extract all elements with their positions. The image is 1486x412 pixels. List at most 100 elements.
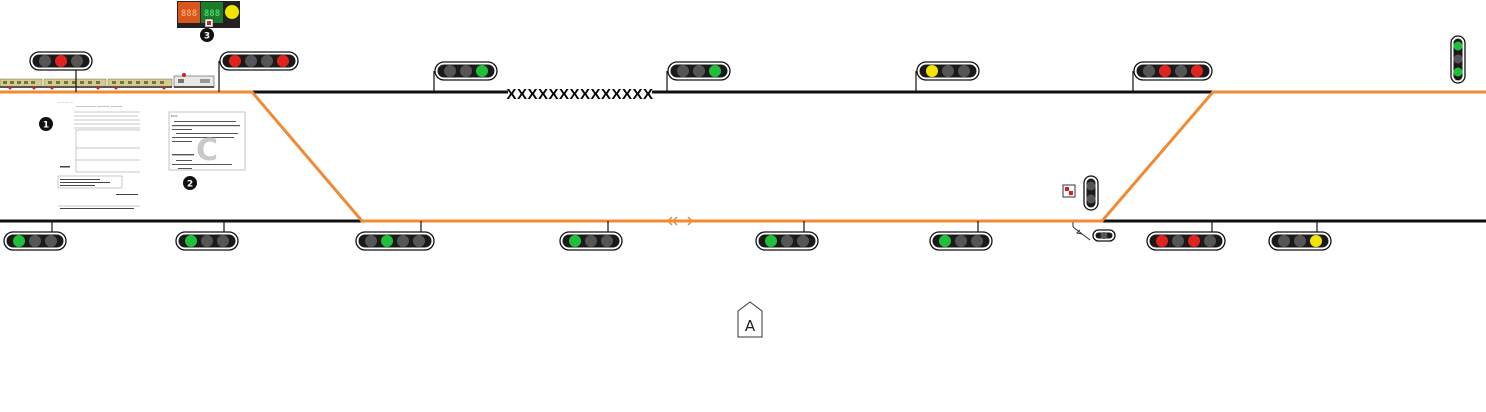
signal-lamp (569, 235, 581, 247)
svg-text:————— ——— ———: ————— ——— ——— (76, 104, 123, 109)
signal-lamp (201, 235, 213, 247)
signal-lamp (381, 235, 393, 247)
signal-lamp (245, 55, 257, 67)
signal-lamp (926, 65, 938, 77)
signal-shunt-vertical[interactable] (1083, 175, 1099, 211)
display-left-panel (178, 2, 200, 23)
signal-lamp (413, 235, 425, 247)
svg-text:A: A (745, 317, 756, 335)
signal-top-left-1[interactable] (29, 51, 93, 92)
marker-2[interactable]: 2 (183, 176, 197, 190)
signal-lamp (693, 65, 705, 77)
marker-3[interactable]: 3 (200, 28, 214, 42)
signal-lamp (585, 235, 597, 247)
direction-arrows-icon (666, 216, 694, 226)
svg-text:DOC: DOC (171, 114, 178, 118)
signal-lamp (1156, 235, 1168, 247)
signal-lamp (1086, 181, 1096, 191)
svg-text:— — — —: — — — — (58, 100, 73, 104)
signal-bottom-6[interactable] (929, 221, 993, 251)
signal-lamp (1188, 235, 1200, 247)
signal-lamp (1453, 67, 1463, 77)
signal-lamp (1294, 235, 1306, 247)
signal-bottom-8[interactable] (1268, 221, 1332, 251)
signal-bottom-5[interactable] (755, 221, 819, 251)
signal-lamp (958, 65, 970, 77)
signal-lamp (229, 55, 241, 67)
signal-lamp (1175, 65, 1187, 77)
signal-top-6[interactable] (1132, 61, 1213, 92)
crossing-icon[interactable] (1062, 184, 1076, 198)
train[interactable] (0, 73, 215, 90)
signal-top-3[interactable] (433, 61, 498, 92)
signal-lamp (1453, 54, 1463, 64)
signal-lamp (185, 235, 197, 247)
signal-lamp (39, 55, 51, 67)
signal-lamp (601, 235, 613, 247)
signal-lamp (13, 235, 25, 247)
svg-text:C: C (196, 133, 218, 168)
signal-lamp (1204, 235, 1216, 247)
signal-lamp (217, 235, 229, 247)
tracks (0, 90, 1486, 226)
marker-1[interactable]: 1 (39, 117, 53, 131)
shunt-arrow-icon (1072, 222, 1091, 241)
signal-bottom-7[interactable] (1146, 221, 1226, 251)
signal-housing (358, 234, 432, 248)
svg-text:888: 888 (181, 9, 197, 19)
signal-lamp (1172, 235, 1184, 247)
signal-lamp (955, 235, 967, 247)
signals (3, 35, 1466, 251)
signal-lamp (1100, 232, 1108, 239)
signal-lamp (55, 55, 67, 67)
signal-bottom-4[interactable] (559, 221, 623, 251)
signal-bottom-2[interactable] (175, 221, 239, 251)
signal-top-4[interactable] (666, 61, 731, 92)
signal-lamp (1086, 194, 1096, 204)
signal-lamp (71, 55, 83, 67)
svg-text:3: 3 (204, 32, 210, 42)
signal-housing (1149, 234, 1223, 248)
svg-text:2: 2 (187, 180, 193, 190)
signal-top-right-vertical[interactable] (1450, 35, 1466, 84)
signal-lamp (476, 65, 488, 77)
signal-lamp (797, 235, 809, 247)
signal-lamp (1191, 65, 1203, 77)
signal-lamp (677, 65, 689, 77)
signal-lamp (1159, 65, 1171, 77)
svg-text:888: 888 (204, 9, 220, 19)
signal-bottom-3[interactable] (355, 221, 435, 251)
signal-lamp (444, 65, 456, 77)
signal-lamp (1143, 65, 1155, 77)
signal-lamp (460, 65, 472, 77)
display-mid-panel (201, 2, 223, 23)
document-card[interactable]: DOC C (168, 111, 246, 171)
signal-lamp (397, 235, 409, 247)
station-label: XXXXXXXXXXXXXX (506, 86, 653, 103)
document-thumbnail[interactable]: — — — — ————— ——— ——— (56, 100, 144, 212)
zone-marker[interactable]: A (737, 301, 763, 338)
signal-top-5[interactable] (915, 61, 980, 92)
signal-lamp (365, 235, 377, 247)
signal-lamp (939, 235, 951, 247)
active-route[interactable] (0, 90, 1486, 223)
signal-housing (1136, 64, 1210, 78)
signal-top-left-2[interactable] (218, 51, 299, 92)
signal-lamp (45, 235, 57, 247)
signal-lamp (261, 55, 273, 67)
signal-lamp (1278, 235, 1290, 247)
signal-lamp (765, 235, 777, 247)
signal-lamp (709, 65, 721, 77)
signal-lamp (1453, 41, 1463, 51)
status-display[interactable]: 888 888 (177, 1, 240, 28)
svg-text:1: 1 (43, 121, 49, 131)
signal-lamp (942, 65, 954, 77)
signal-lamp (277, 55, 289, 67)
signal-lamp (1310, 235, 1322, 247)
signal-bottom-1[interactable] (3, 221, 67, 251)
display-indicator-icon (225, 5, 239, 19)
signal-shunt-small[interactable] (1092, 229, 1116, 242)
signal-lamp (781, 235, 793, 247)
signal-lamp (971, 235, 983, 247)
